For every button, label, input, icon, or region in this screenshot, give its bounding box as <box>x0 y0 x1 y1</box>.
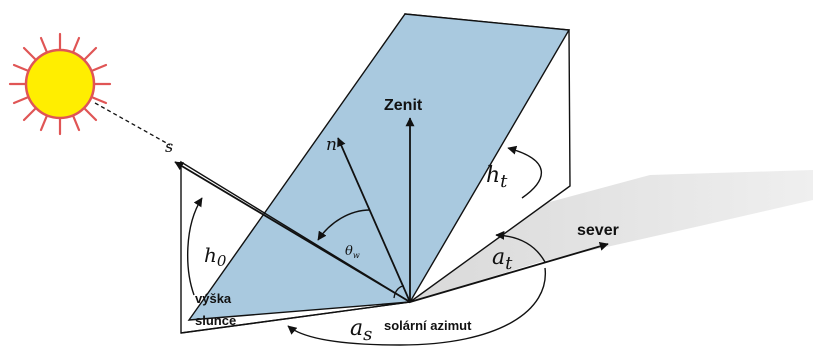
panel-azimuth-label: at <box>492 245 513 274</box>
sun-altitude-text-line1: výška <box>195 291 232 306</box>
solar-azimuth-symbol: as <box>350 316 372 345</box>
tilt-angle-arc <box>507 145 542 199</box>
sun-ray-label: s <box>165 137 173 156</box>
origin-small-arc <box>393 285 405 299</box>
normal-label: n <box>326 135 337 155</box>
north-arrow <box>409 242 609 303</box>
zenith-label: Zenit <box>384 97 423 114</box>
tilt-angle-label: ht <box>486 163 508 192</box>
solar-azimuth-text: solární azimut <box>384 318 472 333</box>
normal-arrow <box>337 137 411 303</box>
sun-direction-arrow <box>174 161 411 303</box>
sun-altitude-text-line2: slunce <box>195 313 236 328</box>
sun-altitude-arc <box>187 197 203 296</box>
panel-azimuth-arc <box>495 230 546 263</box>
ground-line <box>180 301 411 334</box>
incidence-angle-label: θw <box>345 244 360 260</box>
incidence-angle-arc <box>317 209 371 241</box>
ground-shadow <box>410 170 813 302</box>
solar-azimuth-arc <box>287 267 546 346</box>
sun-altitude-symbol: h0 <box>204 243 227 270</box>
sun-ray-dashed <box>94 102 171 146</box>
sun-icon <box>8 32 112 136</box>
north-label: sever <box>577 222 619 239</box>
